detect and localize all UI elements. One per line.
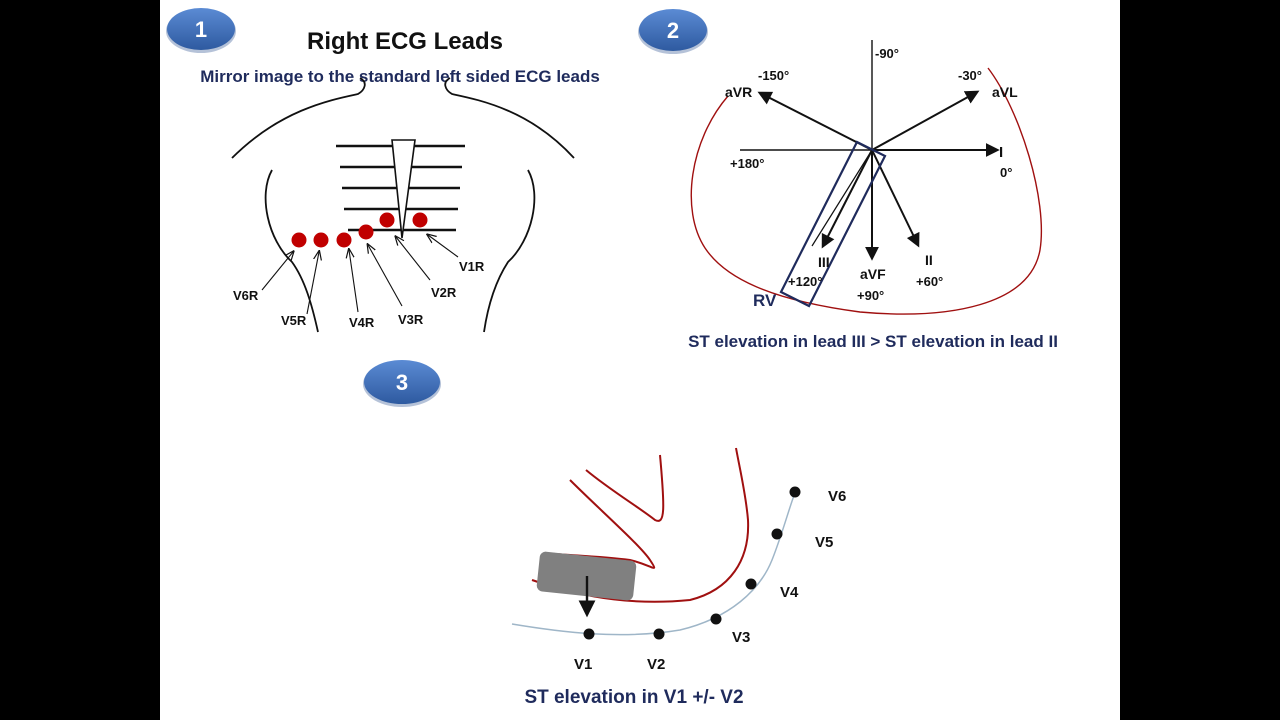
badge-2: 2 bbox=[638, 9, 708, 54]
label-lead-i: I bbox=[999, 144, 1003, 161]
label-v4r: V4R bbox=[349, 315, 375, 330]
lead-pointers bbox=[261, 235, 459, 315]
label-v2r: V2R bbox=[431, 285, 457, 300]
rv-box bbox=[779, 140, 887, 308]
label-v5r: V5R bbox=[281, 313, 307, 328]
dot-v1r bbox=[412, 212, 428, 228]
panel1-title: Right ECG Leads bbox=[307, 28, 503, 55]
vector-lead-iii-inner bbox=[811, 149, 873, 247]
label-v2: V2 bbox=[647, 656, 665, 673]
label-zero-deg: 0° bbox=[1000, 165, 1012, 180]
label-rv: RV bbox=[753, 291, 777, 310]
label-plus-120: +120° bbox=[788, 274, 822, 289]
label-plus-180: +180° bbox=[730, 156, 764, 171]
panel2-caption: ST elevation in lead III > ST elevation … bbox=[688, 332, 1058, 351]
dot-v4r bbox=[336, 232, 352, 248]
torso-left-arm bbox=[264, 169, 319, 333]
panel-right-ecg-leads: 1 Right ECG Leads Mirror image to the st… bbox=[166, 8, 600, 333]
label-v6r: V6R bbox=[233, 288, 259, 303]
label-v1: V1 bbox=[574, 656, 592, 673]
lead-vectors bbox=[757, 90, 1000, 261]
label-v5: V5 bbox=[815, 534, 833, 551]
label-plus-90: +90° bbox=[857, 288, 884, 303]
dot-v6r bbox=[291, 232, 307, 248]
label-avr: aVR bbox=[725, 84, 752, 100]
panel3-caption: ST elevation in V1 +/- V2 bbox=[524, 687, 743, 708]
panel-hexaxial: 2 -90° -150° aVR -30° aVL I 0° +180° III bbox=[638, 9, 1058, 351]
label-v4: V4 bbox=[780, 584, 799, 601]
label-plus-60: +60° bbox=[916, 274, 943, 289]
axis-labels: -90° -150° aVR -30° aVL I 0° +180° III +… bbox=[725, 46, 1018, 303]
badge-2-label: 2 bbox=[667, 18, 679, 43]
label-v3: V3 bbox=[732, 629, 750, 646]
vector-lead-ii bbox=[871, 149, 920, 248]
label-lead-ii: II bbox=[925, 252, 933, 268]
dot-v3 bbox=[710, 613, 722, 625]
septum-wall bbox=[585, 454, 665, 522]
torso-right-shoulder bbox=[444, 77, 575, 159]
panel-precordial-v1: 3 V1 V2 V3 V4 V5 V6 ST elev bbox=[363, 360, 846, 708]
panel1-subtitle: Mirror image to the standard left sided … bbox=[200, 67, 600, 86]
badge-1-label: 1 bbox=[195, 17, 207, 42]
dot-v5 bbox=[771, 528, 783, 540]
label-minus-30: -30° bbox=[958, 68, 982, 83]
heart-outline bbox=[690, 67, 1043, 315]
badge-3-label: 3 bbox=[396, 370, 408, 395]
label-avl: aVL bbox=[992, 84, 1018, 100]
right-lead-dots bbox=[291, 212, 428, 248]
dot-v3r bbox=[358, 224, 374, 240]
precordial-labels: V1 V2 V3 V4 V5 V6 bbox=[574, 488, 846, 673]
label-avf: aVF bbox=[860, 266, 886, 282]
dot-v1 bbox=[583, 628, 595, 640]
label-v1r: V1R bbox=[459, 259, 485, 274]
precordial-dots bbox=[583, 486, 801, 640]
sternum bbox=[391, 139, 416, 239]
vector-avl bbox=[871, 90, 980, 151]
label-v3r: V3R bbox=[398, 312, 424, 327]
label-minus-150: -150° bbox=[758, 68, 789, 83]
vector-lead-iii bbox=[821, 149, 873, 249]
label-minus-90: -90° bbox=[875, 46, 899, 61]
dot-v5r bbox=[313, 232, 329, 248]
label-v6: V6 bbox=[828, 488, 846, 505]
badge-3: 3 bbox=[363, 360, 441, 407]
badge-1: 1 bbox=[166, 8, 236, 53]
torso-left-shoulder bbox=[231, 77, 366, 159]
torso-right-arm bbox=[483, 169, 536, 333]
dot-v4 bbox=[745, 578, 757, 590]
dot-v2 bbox=[653, 628, 665, 640]
ecg-diagram: 1 Right ECG Leads Mirror image to the st… bbox=[166, 8, 1058, 708]
vector-avr bbox=[757, 91, 873, 151]
slide: 1 Right ECG Leads Mirror image to the st… bbox=[160, 0, 1120, 720]
right-lead-labels: V1R V2R V3R V4R V5R V6R bbox=[233, 259, 485, 330]
dot-v6 bbox=[789, 486, 801, 498]
label-lead-iii: III bbox=[818, 254, 830, 270]
dot-v2r bbox=[379, 212, 395, 228]
